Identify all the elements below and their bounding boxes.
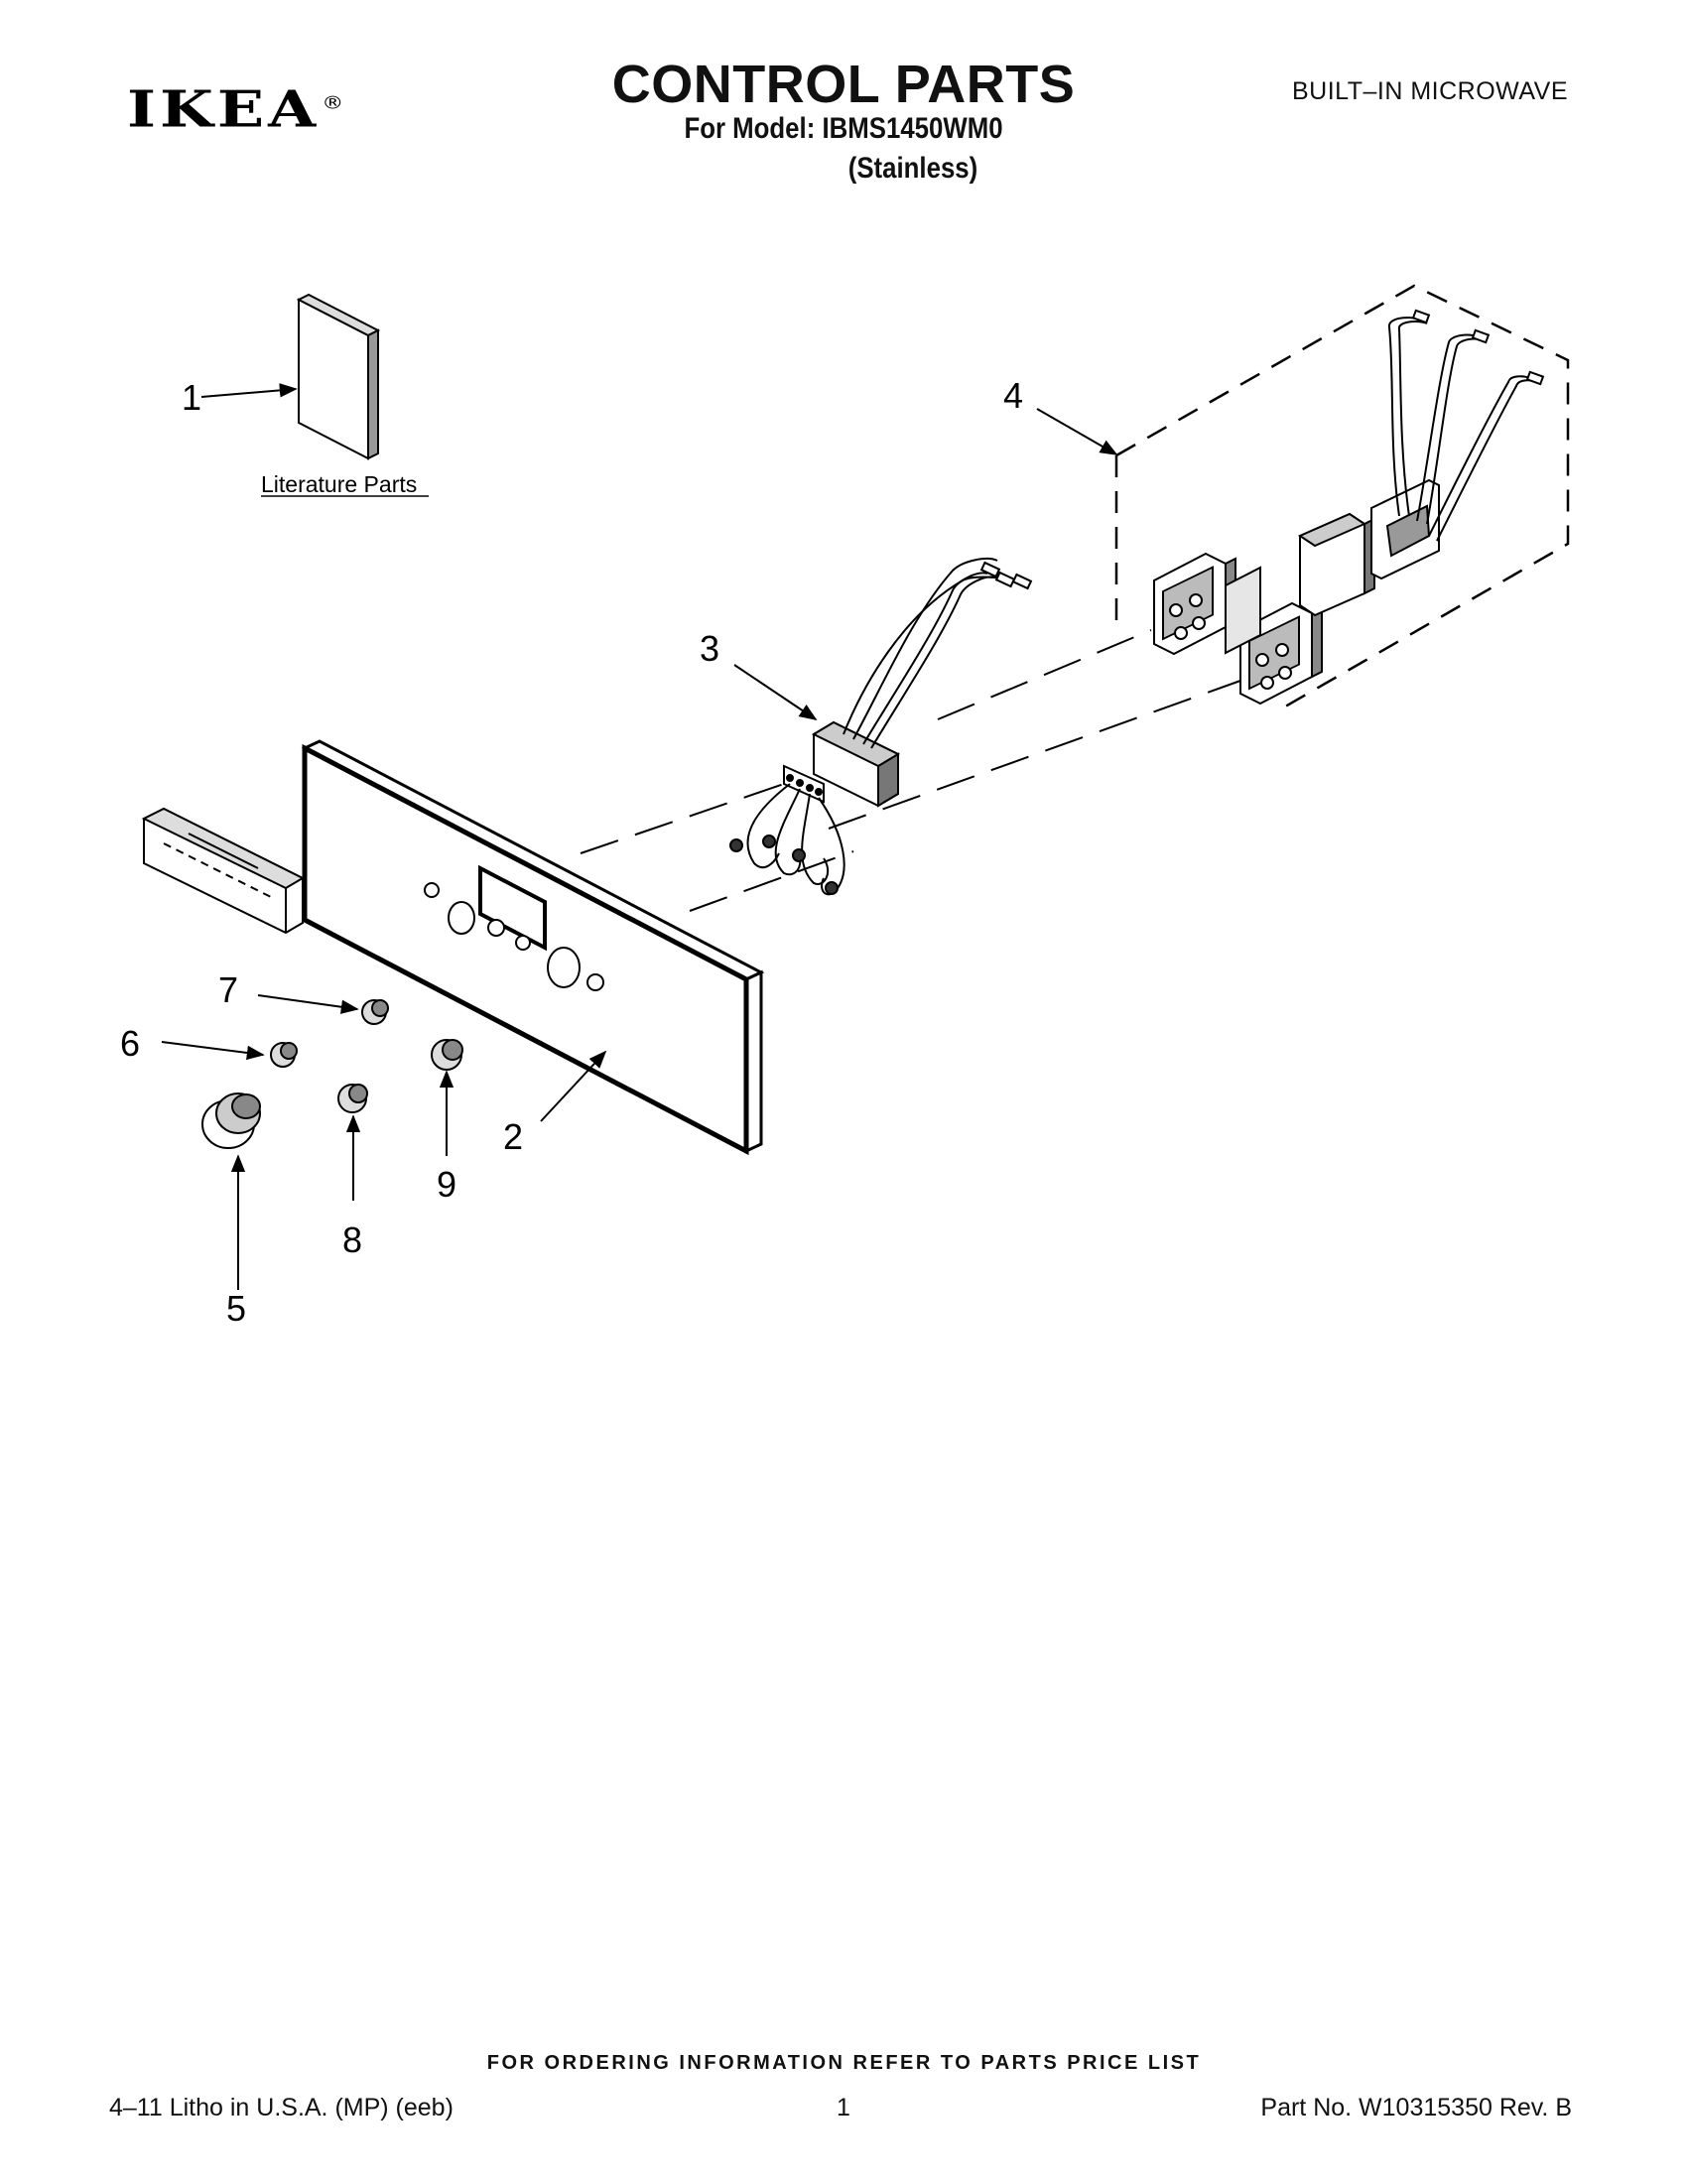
callout-6: 6 xyxy=(120,1023,140,1064)
wiring-harness xyxy=(729,558,1033,896)
callout-3: 3 xyxy=(700,628,719,669)
literature-booklet xyxy=(296,293,381,460)
control-board-assembly-boundary xyxy=(1114,284,1570,711)
model-line: For Model: IBMS1450WM0 xyxy=(684,112,1003,145)
litho-info: 4–11 Litho in U.S.A. (MP) (eeb) xyxy=(109,2094,454,2121)
display-window xyxy=(141,807,306,935)
callout-7: 7 xyxy=(218,969,238,1010)
brand-name: IKEA xyxy=(127,79,321,139)
callout-2: 2 xyxy=(503,1116,523,1157)
ordering-note: FOR ORDERING INFORMATION REFER TO PARTS … xyxy=(486,2052,1202,2074)
registered-mark: ® xyxy=(322,93,348,114)
ikea-logo: IKEA® xyxy=(127,79,347,139)
control-board-modules xyxy=(1153,478,1440,706)
page-title: CONTROL PARTS xyxy=(611,55,1076,114)
callout-8: 8 xyxy=(342,1220,362,1260)
page-number: 1 xyxy=(837,2094,850,2121)
callout-4: 4 xyxy=(1003,375,1023,416)
control-board-wire-harnesses xyxy=(1387,309,1545,542)
knobs-and-buttons xyxy=(201,999,463,1149)
callout-5: 5 xyxy=(226,1288,246,1329)
variant-line: (Stainless) xyxy=(847,152,978,185)
part-number: Part No. W10315350 Rev. B xyxy=(1260,2094,1572,2121)
control-panel-console xyxy=(301,739,765,1156)
arrow-1 xyxy=(200,383,298,398)
product-category: BUILT–IN MICROWAVE xyxy=(1291,77,1568,105)
callout-9: 9 xyxy=(437,1164,456,1205)
callout-1: 1 xyxy=(182,377,201,418)
literature-parts-label: Literature Parts xyxy=(261,471,417,497)
part-callout-arrows xyxy=(161,408,1118,1290)
